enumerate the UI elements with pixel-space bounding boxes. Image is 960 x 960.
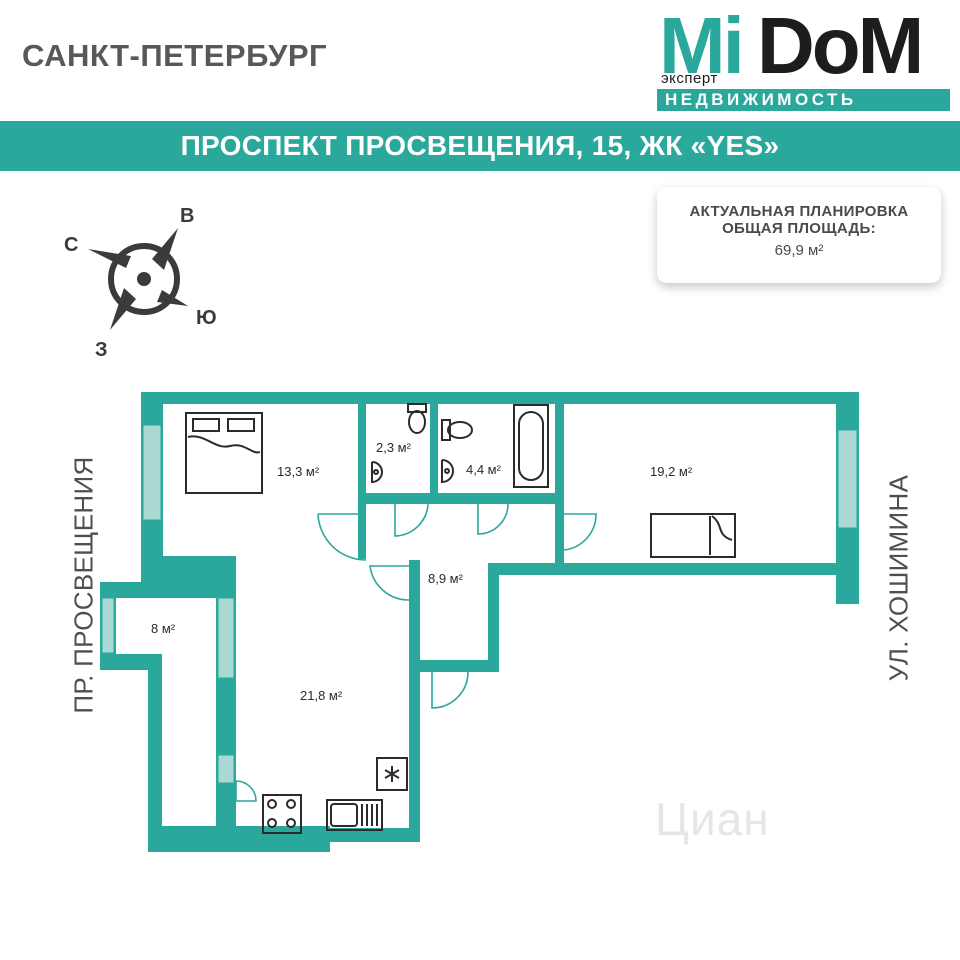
compass-north: С xyxy=(64,234,78,256)
compass-east: В xyxy=(180,205,194,227)
total-area: 69,9 м² xyxy=(774,242,824,259)
door-room xyxy=(563,513,597,551)
kitchen-sink-icon xyxy=(326,799,383,831)
logo-mi-text: Mi xyxy=(659,1,745,90)
stove-icon xyxy=(262,794,302,834)
room-area-bathroom: 4,4 м² xyxy=(466,462,502,477)
door-entrance xyxy=(431,671,469,709)
single-bed-icon xyxy=(650,513,736,558)
door-balcony xyxy=(235,780,257,802)
window xyxy=(217,597,235,679)
compass-west: З xyxy=(95,339,108,361)
room-area-hall: 8,9 м² xyxy=(428,571,464,586)
logo-subtitle: эксперт xyxy=(661,70,718,87)
street-label-right: УЛ. ХОШИМИНА xyxy=(883,474,914,682)
sink-icon xyxy=(371,461,383,484)
address-band: ПРОСПЕКТ ПРОСВЕЩЕНИЯ, 15, ЖК «YES» xyxy=(0,121,960,171)
door-bedroom xyxy=(317,513,367,561)
windows xyxy=(101,424,858,784)
toilet-icon xyxy=(441,419,473,441)
info-box: АКТУАЛЬНАЯ ПЛАНИРОВКА ОБЩАЯ ПЛОЩАДЬ: 69,… xyxy=(657,187,941,283)
address-title: ПРОСПЕКТ ПРОСВЕЩЕНИЯ, 15, ЖК «YES» xyxy=(180,130,780,161)
room-area-balcony: 8 м² xyxy=(151,621,176,636)
room-area-bedroom: 13,3 м² xyxy=(277,464,320,479)
info-line-2: ОБЩАЯ ПЛОЩАДЬ: xyxy=(722,220,876,237)
toilet-icon xyxy=(407,403,427,434)
doors xyxy=(235,503,597,802)
walls xyxy=(100,392,859,852)
window xyxy=(142,424,162,521)
window xyxy=(217,754,235,784)
street-label-left: ПР. ПРОСВЕЩЕНИЯ xyxy=(68,456,99,714)
door-kitchen xyxy=(369,565,410,601)
window xyxy=(837,429,858,529)
sink-icon xyxy=(441,459,454,484)
logo-dom-text: DoM xyxy=(757,1,924,90)
compass-rose-icon: В С Ю З xyxy=(64,205,217,361)
bathtub-icon xyxy=(513,404,549,488)
info-line-1: АКТУАЛЬНАЯ ПЛАНИРОВКА xyxy=(689,203,909,220)
logo-bar-text: НЕДВИЖИМОСТЬ xyxy=(665,90,857,109)
fridge-icon xyxy=(376,757,408,791)
city-title: САНКТ-ПЕТЕРБУРГ xyxy=(22,38,328,73)
door-wc xyxy=(394,503,429,537)
room-area-wc: 2,3 м² xyxy=(376,440,412,455)
compass-south: Ю xyxy=(196,307,217,329)
room-area-living: 19,2 м² xyxy=(650,464,693,479)
room-area-kitchen: 21,8 м² xyxy=(300,688,343,703)
midom-logo: Mi DoM эксперт НЕДВИЖИМОСТЬ xyxy=(657,6,957,111)
window xyxy=(101,597,115,654)
watermark: Циан xyxy=(655,793,770,845)
logo-bar: НЕДВИЖИМОСТЬ xyxy=(657,89,950,111)
double-bed-icon xyxy=(185,412,263,494)
door-bathroom xyxy=(477,503,509,535)
